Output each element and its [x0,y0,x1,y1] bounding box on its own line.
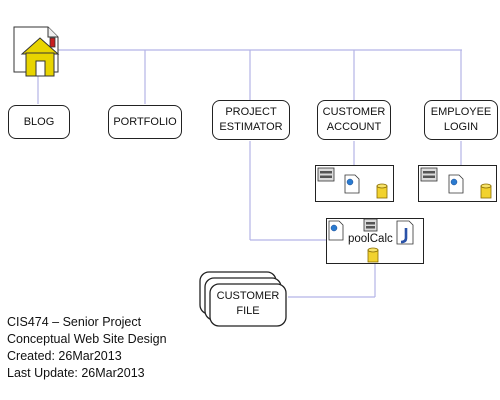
customer-file-label: CUSTOMER FILE [216,290,280,317]
caption-created: Created: 26Mar2013 [7,349,122,363]
node-customer-account: CUSTOMER ACCOUNT [317,100,391,140]
customer-account-panel [315,165,394,202]
node-blog: BLOG [8,105,70,139]
caption-updated: Last Update: 26Mar2013 [7,366,145,380]
node-project-estimator: PROJECT ESTIMATOR [212,100,290,140]
caption-course: CIS474 – Senior Project [7,315,142,329]
node-employee-login: EMPLOYEE LOGIN [424,100,498,140]
node-portfolio: PORTFOLIO [108,105,182,139]
diagram-caption: CIS474 – Senior Project Conceptual Web S… [7,314,167,382]
employee-login-panel [418,165,497,202]
caption-title: Conceptual Web Site Design [7,332,167,346]
poolcalc-label: poolCalc [348,233,393,245]
